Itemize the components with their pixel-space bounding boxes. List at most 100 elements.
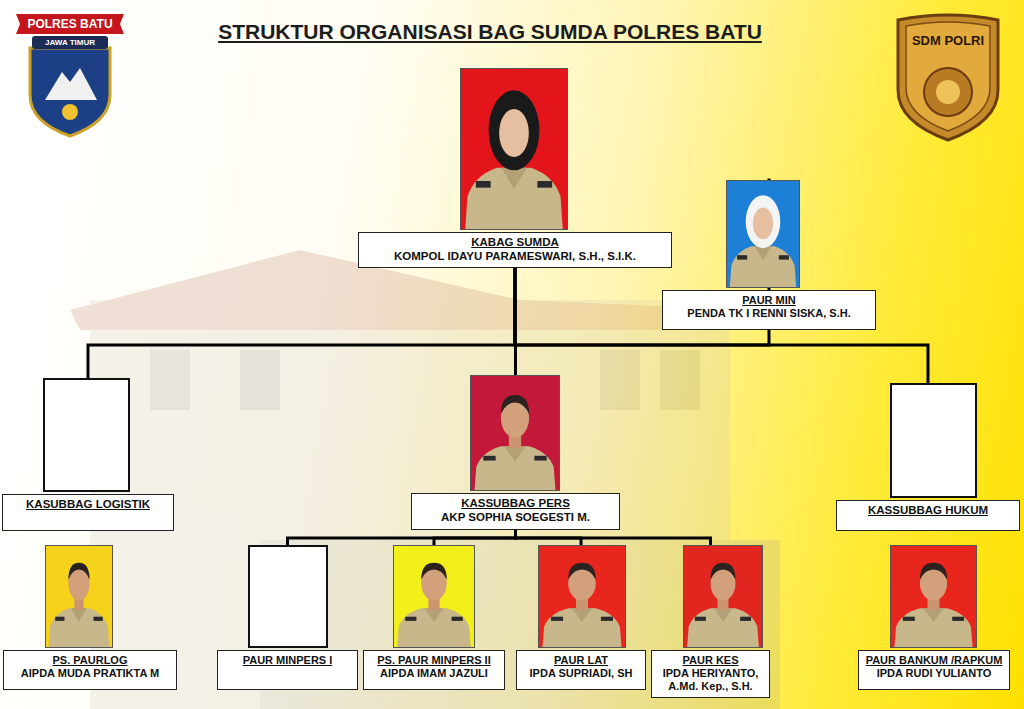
- officer-name: KOMPOL IDAYU PARAMESWARI, S.H., S.I.K.: [363, 250, 667, 264]
- uniform-collar: [754, 246, 771, 260]
- logo-text: POLRES BATU: [16, 17, 124, 31]
- shoulder-badge: [483, 456, 495, 461]
- shoulder-badge: [740, 617, 751, 621]
- title-box: KASUBBAG LOGISTIK: [2, 494, 174, 531]
- shoulder-badge: [94, 617, 103, 621]
- face: [753, 208, 773, 240]
- position-title: PAUR MINPERS I: [222, 654, 353, 667]
- portrait-photo: [460, 68, 568, 230]
- logo-text: SDM POLRI: [906, 33, 990, 48]
- shoulder-badge: [476, 181, 491, 188]
- title-box: KASSUBBAG PERSAKP SOPHIA SOEGESTI M.: [411, 493, 620, 530]
- title-box: PAUR KESIPDA HERIYANTO, A.Md. Kep., S.H.: [651, 650, 770, 698]
- portrait-photo: [890, 545, 977, 648]
- hair: [568, 563, 596, 580]
- hair: [711, 563, 736, 580]
- shoulder-badge: [601, 617, 613, 621]
- uniform-shirt: [894, 608, 972, 647]
- uniform-collar: [714, 608, 733, 621]
- portrait-photo: [726, 180, 800, 288]
- org-node: PAUR LATIPDA SUPRIADI, SH: [516, 545, 646, 690]
- org-node: PS. PAURLOGAIPDA MUDA PRATIKTA M: [3, 545, 177, 690]
- hijab: [489, 90, 540, 170]
- org-node: PAUR MINPENDA TK I RENNI SISKA, S.H.: [662, 180, 876, 330]
- org-node: KASSUBBAG HUKUM: [836, 383, 1020, 531]
- shoulder-badge: [903, 617, 915, 621]
- title-box: PAUR MINPERS I: [217, 650, 358, 690]
- title-box: PAUR BANKUM /RAPKUMIPDA RUDI YULIANTO: [858, 650, 1010, 690]
- portrait-figure: [727, 181, 799, 287]
- position-title: PAUR BANKUM /RAPKUM: [863, 654, 1005, 667]
- org-node: KABAG SUMDAKOMPOL IDAYU PARAMESWARI, S.H…: [358, 68, 672, 268]
- officer-name: IPDA RUDI YULIANTO: [863, 667, 1005, 680]
- logo-mountain: [45, 68, 97, 100]
- portrait-photo: [538, 545, 626, 648]
- shoulder-badge: [452, 617, 463, 621]
- logo-banner: [32, 36, 108, 49]
- shoulder-badge: [737, 255, 747, 259]
- officer-name: AIPDA IMAM JAZULI: [368, 667, 500, 680]
- building-window: [240, 350, 280, 410]
- officer-name: IPDA HERIYANTO, A.Md. Kep., S.H.: [656, 667, 765, 693]
- sdm-logo: [898, 15, 998, 140]
- shoulder-badge: [405, 617, 416, 621]
- portrait-figure: [46, 546, 112, 647]
- polres-logo: [16, 14, 124, 136]
- empty-photo-frame: [890, 383, 977, 498]
- shoulder-badge: [952, 617, 964, 621]
- empty-photo-frame: [43, 378, 130, 492]
- position-title: PS. PAURLOG: [8, 654, 172, 667]
- org-connector: [434, 530, 516, 545]
- portrait-photo: [45, 545, 113, 648]
- uniform-collar: [71, 608, 87, 621]
- uniform-shirt: [397, 608, 471, 647]
- title-box: PS. PAUR MINPERS IIAIPDA IMAM JAZULI: [363, 650, 505, 690]
- portrait-photo: [393, 545, 475, 648]
- title-box: PAUR MINPENDA TK I RENNI SISKA, S.H.: [662, 290, 876, 330]
- portrait-figure: [461, 69, 567, 229]
- hair: [920, 563, 947, 580]
- org-connector: [288, 530, 516, 545]
- shoulder-badge: [695, 617, 706, 621]
- uniform-collar: [501, 168, 526, 189]
- org-node: PAUR KESIPDA HERIYANTO, A.Md. Kep., S.H.: [651, 545, 770, 698]
- hair: [68, 563, 89, 580]
- org-node: KASUBBAG LOGISTIK: [2, 378, 174, 531]
- title-box: PS. PAURLOGAIPDA MUDA PRATIKTA M: [3, 650, 177, 690]
- portrait-figure: [539, 546, 625, 647]
- uniform-shirt: [730, 246, 796, 287]
- officer-name: AKP SOPHIA SOEGESTI M.: [416, 511, 615, 525]
- uniform-shirt: [542, 608, 621, 647]
- org-node: KASSUBBAG PERSAKP SOPHIA SOEGESTI M.: [411, 375, 620, 530]
- logo-emblem-center: [936, 80, 960, 104]
- portrait-figure: [684, 546, 762, 647]
- uniform-collar: [504, 446, 525, 461]
- shoulder-badge: [534, 456, 546, 461]
- building-window: [660, 350, 700, 410]
- position-title: PAUR LAT: [521, 654, 641, 667]
- logo-shield-inner: [906, 22, 990, 131]
- org-node: PAUR BANKUM /RAPKUMIPDA RUDI YULIANTO: [858, 545, 1010, 690]
- logo-shield: [30, 48, 110, 136]
- org-node: PS. PAUR MINPERS IIAIPDA IMAM JAZULI: [363, 545, 505, 690]
- chart-title: STRUKTUR ORGANISASI BAG SUMDA POLRES BAT…: [150, 20, 830, 44]
- shoulder-badge: [537, 181, 552, 188]
- hair: [421, 563, 447, 580]
- uniform-shirt: [49, 608, 110, 647]
- officer-name: PENDA TK I RENNI SISKA, S.H.: [667, 307, 871, 320]
- uniform-collar: [923, 608, 943, 621]
- officer-name: AIPDA MUDA PRATIKTA M: [8, 667, 172, 680]
- portrait-photo: [470, 375, 560, 491]
- uniform-shirt: [465, 168, 563, 229]
- uniform-shirt: [687, 608, 759, 647]
- officer-name: IPDA SUPRIADI, SH: [521, 667, 641, 680]
- position-title: KABAG SUMDA: [363, 236, 667, 250]
- logo-shield: [898, 15, 998, 140]
- position-title: KASUBBAG LOGISTIK: [7, 498, 169, 512]
- logo-ribbon: [16, 14, 124, 34]
- uniform-collar: [424, 608, 443, 621]
- shoulder-badge: [551, 617, 563, 621]
- uniform-shirt: [475, 446, 556, 490]
- hijab: [746, 195, 781, 248]
